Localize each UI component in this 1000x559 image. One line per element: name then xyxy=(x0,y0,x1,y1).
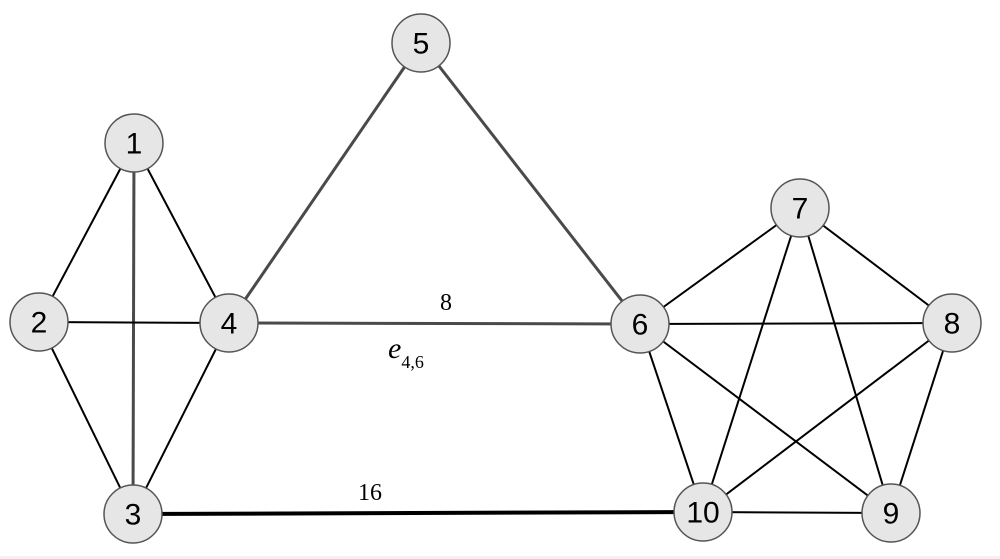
node-3-circle xyxy=(103,484,163,544)
edge-4-6 xyxy=(228,321,641,326)
edge-1-2 xyxy=(38,142,135,323)
node-7: 7 xyxy=(770,178,830,238)
edge-labels-layer: 8 e4,6 16 xyxy=(358,290,452,506)
edge-9-10 xyxy=(702,511,892,514)
node-8-label: 8 xyxy=(944,308,961,341)
edge-2-3 xyxy=(38,321,134,515)
edge-name-4-6-base: e xyxy=(388,332,401,365)
node-9-circle xyxy=(861,483,921,543)
node-2: 2 xyxy=(9,292,69,352)
edge-name-4-6: e4,6 xyxy=(388,332,424,372)
edge-6-10 xyxy=(639,323,704,513)
node-6-label: 6 xyxy=(632,309,649,342)
edge-7-9 xyxy=(799,207,892,514)
node-3-label: 3 xyxy=(125,499,142,532)
node-10: 10 xyxy=(673,482,733,542)
node-1: 1 xyxy=(104,113,164,173)
node-10-label: 10 xyxy=(686,497,719,530)
edge-name-4-6-sub: 4,6 xyxy=(401,352,424,372)
edges-layer xyxy=(38,42,953,516)
node-6-circle xyxy=(610,294,670,354)
node-2-label: 2 xyxy=(31,307,48,340)
node-6: 6 xyxy=(610,294,670,354)
edge-1-3 xyxy=(131,142,136,515)
edge-6-8 xyxy=(639,322,953,325)
node-10-circle xyxy=(673,482,733,542)
edge-1-4 xyxy=(133,142,230,324)
node-3: 3 xyxy=(103,484,163,544)
edge-2-4 xyxy=(38,321,230,324)
node-1-label: 1 xyxy=(126,128,143,161)
node-5-circle xyxy=(391,13,451,73)
node-9: 9 xyxy=(861,483,921,543)
node-5: 5 xyxy=(391,13,451,73)
node-5-label: 5 xyxy=(413,28,430,61)
node-9-label: 9 xyxy=(883,498,900,531)
edge-7-8 xyxy=(799,207,953,324)
edge-weight-3-10: 16 xyxy=(358,480,382,506)
edge-4-5 xyxy=(227,42,423,324)
edge-weight-4-6: 8 xyxy=(440,290,452,316)
edge-3-10 xyxy=(132,510,704,516)
node-4: 4 xyxy=(199,293,259,353)
edge-5-6 xyxy=(419,42,642,325)
node-1-circle xyxy=(104,113,164,173)
node-7-circle xyxy=(770,178,830,238)
edge-6-9 xyxy=(639,323,892,514)
edge-8-10 xyxy=(702,322,953,513)
node-7-label: 7 xyxy=(792,193,809,226)
edge-8-9 xyxy=(890,322,953,514)
node-8: 8 xyxy=(922,293,982,353)
node-2-circle xyxy=(9,292,69,352)
nodes-layer: 1 2 3 4 5 6 7 8 9 10 xyxy=(9,13,982,544)
node-4-label: 4 xyxy=(221,308,238,341)
edge-7-10 xyxy=(702,207,801,513)
bottom-divider xyxy=(0,556,1000,559)
node-4-circle xyxy=(199,293,259,353)
node-8-circle xyxy=(922,293,982,353)
edge-3-4 xyxy=(132,322,230,515)
edge-6-7 xyxy=(639,207,801,325)
